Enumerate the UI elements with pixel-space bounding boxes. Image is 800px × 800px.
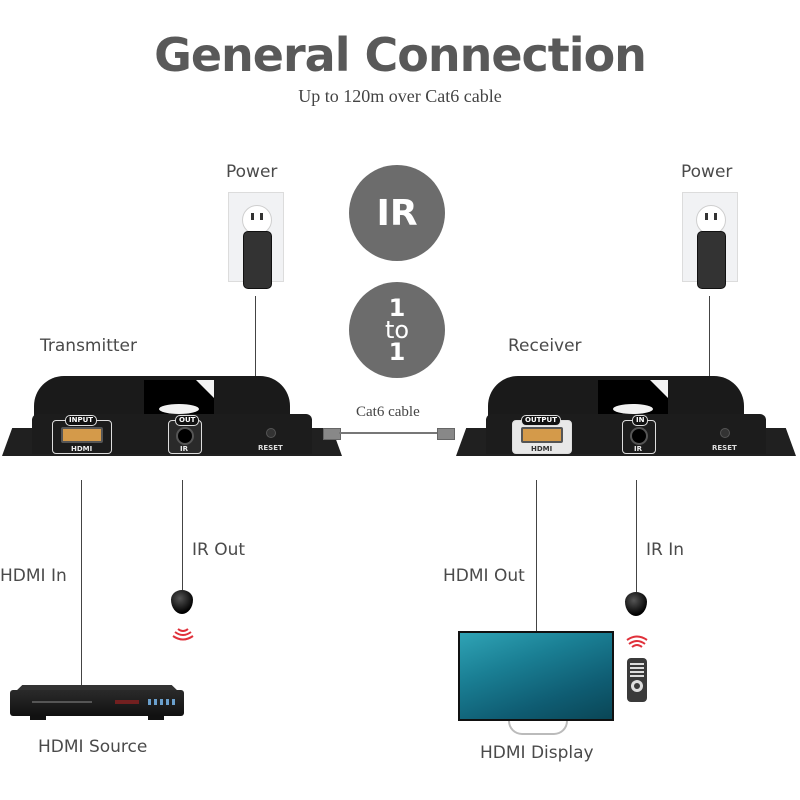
cat6-cable-icon <box>323 428 455 440</box>
hdmi-source-device-icon <box>10 685 184 723</box>
ir-signal-icon <box>626 635 648 648</box>
transmitter-wall-outlet-icon <box>228 192 284 289</box>
page-subtitle: Up to 120m over Cat6 cable <box>298 86 502 106</box>
device-top <box>488 376 744 416</box>
ir-receiver-icon <box>625 592 647 616</box>
ir-out-label: IR Out <box>192 540 246 560</box>
cat6-cable-label: Cat6 cable <box>356 404 420 420</box>
remote-control-icon <box>627 658 647 702</box>
brand-logo-icon <box>613 404 653 414</box>
ir-out-cable <box>182 480 183 590</box>
ir-in-label: IR In <box>646 540 685 560</box>
hdmi-input-port[interactable]: INPUT HDMI <box>52 415 112 454</box>
device-label-sticker <box>598 380 668 416</box>
power-adapter-icon <box>697 231 726 289</box>
device-front-panel: OUTPUT HDMI IN IR RESET <box>486 414 766 454</box>
transmitter-label: Transmitter <box>40 336 137 356</box>
ir-emitter-icon <box>171 590 193 614</box>
transmitter-power-label: Power <box>226 162 278 182</box>
transmitter-power-cable <box>255 296 256 378</box>
reset-button[interactable] <box>720 428 730 438</box>
hdmi-display-icon <box>458 631 614 735</box>
ir-badge: IR <box>349 165 445 261</box>
hdmi-port-icon <box>521 427 563 443</box>
port-name: HDMI <box>71 445 93 453</box>
brand-logo-icon <box>159 404 199 414</box>
reset-label: RESET <box>712 444 737 452</box>
rj45-plug-icon <box>323 428 341 440</box>
power-adapter-icon <box>243 231 272 289</box>
receiver-wall-outlet-icon <box>682 192 738 289</box>
transmitter-device: INPUT HDMI OUT IR RESET <box>2 376 342 456</box>
one-to-one-badge: 1 to 1 <box>349 282 445 378</box>
hdmi-port-icon <box>61 427 103 443</box>
receiver-power-cable <box>709 296 710 378</box>
ir-out-port[interactable]: OUT IR <box>168 415 202 454</box>
badge-middle: to <box>384 316 410 344</box>
receiver-device: OUTPUT HDMI IN IR RESET <box>456 376 796 456</box>
ir-in-cable <box>636 480 637 592</box>
receiver-label: Receiver <box>508 336 582 356</box>
audio-jack-icon <box>176 427 194 445</box>
hdmi-display-label: HDMI Display <box>480 743 594 763</box>
badge-bottom: 1 <box>388 338 406 366</box>
device-label-sticker <box>144 380 214 416</box>
port-name: IR <box>180 445 188 453</box>
reset-label: RESET <box>258 444 283 452</box>
hdmi-in-label: HDMI In <box>0 566 67 586</box>
hdmi-in-cable <box>81 480 82 687</box>
port-tag: OUT <box>175 415 200 426</box>
port-name: HDMI <box>531 445 553 453</box>
ir-in-port[interactable]: IN IR <box>622 415 656 454</box>
rj45-plug-icon <box>437 428 455 440</box>
hdmi-out-label: HDMI Out <box>443 566 525 586</box>
ir-signal-icon <box>172 628 194 641</box>
badge-top: 1 <box>388 294 406 322</box>
hdmi-source-label: HDMI Source <box>38 737 148 757</box>
tv-screen <box>458 631 614 721</box>
tv-stand <box>508 721 568 735</box>
reset-button[interactable] <box>266 428 276 438</box>
hdmi-output-port[interactable]: OUTPUT HDMI <box>512 415 572 454</box>
port-tag: OUTPUT <box>521 415 561 426</box>
receiver-power-label: Power <box>681 162 733 182</box>
port-tag: IN <box>632 415 649 426</box>
port-tag: INPUT <box>65 415 98 426</box>
port-name: IR <box>634 445 642 453</box>
device-top <box>34 376 290 416</box>
hdmi-out-cable <box>536 480 537 632</box>
ir-badge-text: IR <box>376 192 418 234</box>
audio-jack-icon <box>630 427 648 445</box>
page-title: General Connection <box>154 28 647 82</box>
device-front-panel: INPUT HDMI OUT IR RESET <box>32 414 312 454</box>
